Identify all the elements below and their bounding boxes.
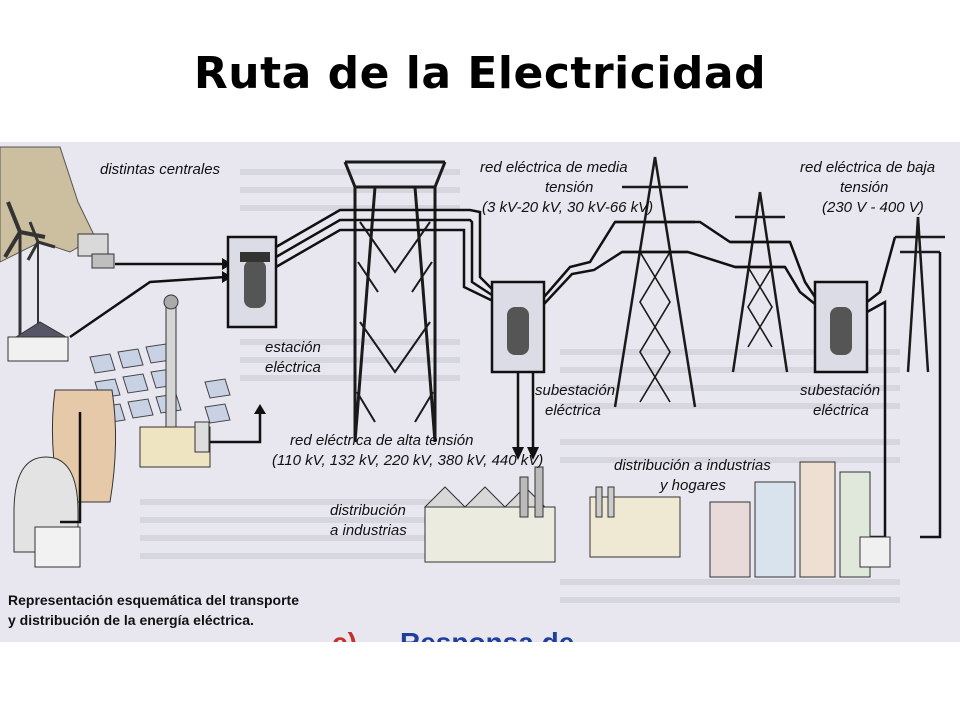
low-voltage-pole xyxy=(895,216,945,373)
solar-house xyxy=(7,321,69,362)
high-voltage-cables xyxy=(275,208,496,304)
distribution-arrows xyxy=(516,372,535,452)
electricity-route-diagram: distintas centrales estación eléctrica r… xyxy=(0,142,960,642)
label-baja-1: red eléctrica de baja xyxy=(800,159,935,176)
wind-turbines xyxy=(3,201,56,342)
label-media-3: (3 kV-20 kV, 30 kV-66 kV) xyxy=(482,199,653,216)
label-subestacion-b-2: eléctrica xyxy=(813,402,869,419)
label-media-1: red eléctrica de media xyxy=(480,159,628,176)
industry-buildings xyxy=(423,466,556,563)
hydro-plant xyxy=(77,233,109,257)
substation-b xyxy=(813,280,869,374)
plant-tank xyxy=(194,421,210,453)
thermal-plant-building xyxy=(34,526,81,568)
caption-line-2: y distribución de la energía eléctrica. xyxy=(8,612,254,628)
label-dist-ind-2: a industrias xyxy=(330,522,407,539)
bottom-blue-text: Responsa de xyxy=(400,627,574,642)
label-baja-3: (230 V - 400 V) xyxy=(822,199,924,216)
label-estacion-2: eléctrica xyxy=(265,359,321,376)
city-buildings xyxy=(589,461,891,578)
page-title: Ruta de la Electricidad xyxy=(193,48,767,99)
solar-tower xyxy=(163,294,179,438)
label-centrales: distintas centrales xyxy=(100,161,221,178)
caption-line-1: Representación esquemática del transport… xyxy=(8,592,299,608)
label-alta-1: red eléctrica de alta tensión xyxy=(290,432,473,449)
label-baja-2: tensión xyxy=(840,179,888,196)
plant-to-station-lines xyxy=(60,262,262,524)
label-media-2: tensión xyxy=(545,179,593,196)
hydro-plant-base xyxy=(91,253,115,269)
label-subestacion-a-1: subestación xyxy=(535,382,615,399)
electric-station xyxy=(226,235,278,329)
label-dist-hog-1: distribución a industrias xyxy=(614,457,771,474)
bottom-red-text: c) xyxy=(332,627,357,642)
label-estacion-1: estación xyxy=(265,339,321,356)
medium-voltage-cables xyxy=(543,220,817,305)
label-alta-2: (110 kV, 132 kV, 220 kV, 380 kV, 440 kV) xyxy=(272,452,543,469)
label-subestacion-b-1: subestación xyxy=(800,382,880,399)
substation-a xyxy=(490,280,546,374)
label-dist-ind-1: distribución xyxy=(330,502,406,519)
label-subestacion-a-2: eléctrica xyxy=(545,402,601,419)
label-dist-hog-2: y hogares xyxy=(659,477,726,494)
